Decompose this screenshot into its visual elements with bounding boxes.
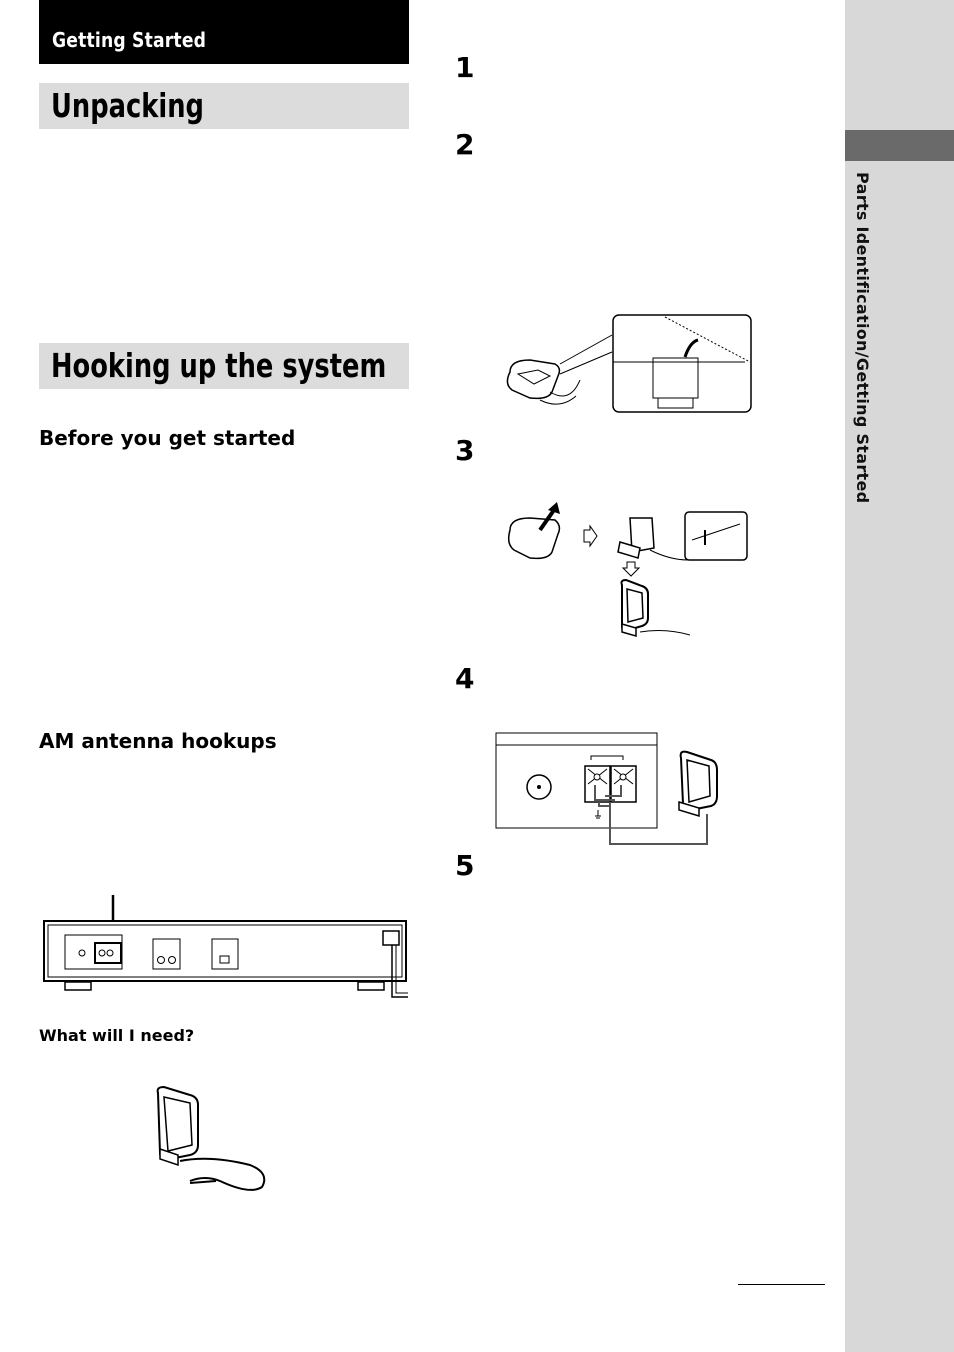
step-2-illustration <box>506 314 752 413</box>
step-number-5: 5 <box>455 849 475 882</box>
subsection-what-need: What will I need? <box>39 1026 195 1045</box>
rear-panel-illustration <box>43 895 408 998</box>
subsection-am-antenna: AM antenna hookups <box>39 729 277 753</box>
outline-arrow-icon <box>583 524 598 548</box>
chapter-header: Getting Started <box>39 0 409 64</box>
section-title-hooking-up: Hooking up the system <box>51 346 387 385</box>
chapter-sidebar <box>845 0 954 1352</box>
section-title-unpacking: Unpacking <box>51 86 204 125</box>
step-number-1: 1 <box>455 51 475 84</box>
step-4-illustration <box>495 732 718 845</box>
am-loop-antenna-icon <box>156 1085 266 1191</box>
chapter-title: Getting Started <box>52 28 207 52</box>
step-number-2: 2 <box>455 128 475 161</box>
section-heading-hooking-up: Hooking up the system <box>39 343 409 389</box>
step-number-4: 4 <box>455 662 475 695</box>
subsection-before-start: Before you get started <box>39 426 296 450</box>
step-3-illustration <box>507 502 748 637</box>
sidebar-tab-label: Parts Identification/Getting Started <box>853 172 872 504</box>
step-number-3: 3 <box>455 434 475 467</box>
section-heading-unpacking: Unpacking <box>39 83 409 129</box>
chapter-tab-marker <box>845 130 954 161</box>
footer-rule <box>738 1284 825 1285</box>
